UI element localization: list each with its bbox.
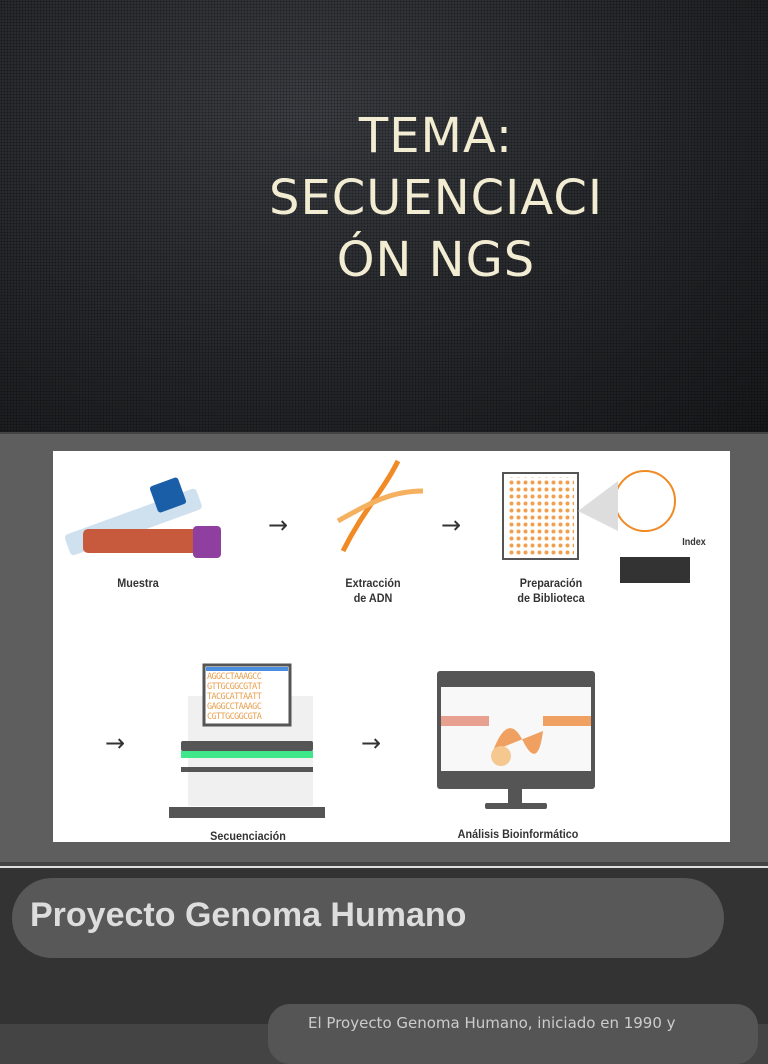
workflow-illustration — [64, 459, 690, 818]
workflow-slide: AGGCCTAAAGCC GTTGCGGCGTAT TACGCATTAATT G… — [0, 434, 768, 862]
sequence-line: GTTGCGGCGTAT — [207, 682, 262, 692]
arrow-icon: → — [361, 729, 382, 757]
step-label-secuenciacion: Secuenciación — [210, 829, 286, 843]
barcode-icon — [620, 557, 690, 583]
arrow-icon: → — [105, 729, 126, 757]
body-text-box: El Proyecto Genoma Humano, iniciado en 1… — [268, 1004, 758, 1064]
sequence-line: GAGGCCTAAAGC — [207, 702, 262, 712]
slide-title: TEMA: SECUENCIACI ÓN NGS — [268, 108, 603, 288]
arrow-icon: → — [268, 511, 289, 539]
sequence-line: CGTTGCGGCGTA — [207, 712, 262, 722]
sequence-line: AGGCCTAAAGCC — [207, 672, 262, 682]
step-label-analisis: Análisis Bioinformático — [457, 827, 579, 841]
step-label-extraccion: Extracción de ADN — [345, 576, 401, 605]
genome-project-slide: Proyecto Genoma Humano El Proyecto Genom… — [0, 866, 768, 1064]
slide-heading: Proyecto Genoma Humano — [30, 896, 467, 934]
library-plate-icon — [502, 470, 676, 560]
step-label-muestra: Muestra — [117, 576, 159, 590]
ngs-workflow-figure: AGGCCTAAAGCC GTTGCGGCGTAT TACGCATTAATT G… — [53, 451, 730, 843]
dna-helix-icon — [336, 459, 424, 553]
sample-tubes-icon — [64, 477, 221, 558]
computer-monitor-icon — [437, 671, 595, 809]
heading-banner: Proyecto Genoma Humano — [12, 878, 724, 958]
sequence-line: TACGCATTAATT — [207, 692, 262, 702]
sequencer-icon — [169, 663, 325, 818]
sequence-readout: AGGCCTAAAGCC GTTGCGGCGTAT TACGCATTAATT G… — [207, 672, 287, 722]
title-slide: TEMA: SECUENCIACI ÓN NGS — [0, 0, 768, 432]
arrow-icon: → — [441, 511, 462, 539]
step-label-biblioteca: Preparación de Biblioteca — [517, 576, 585, 605]
body-text: El Proyecto Genoma Humano, iniciado en 1… — [308, 1014, 676, 1032]
index-label: Index — [682, 537, 706, 548]
